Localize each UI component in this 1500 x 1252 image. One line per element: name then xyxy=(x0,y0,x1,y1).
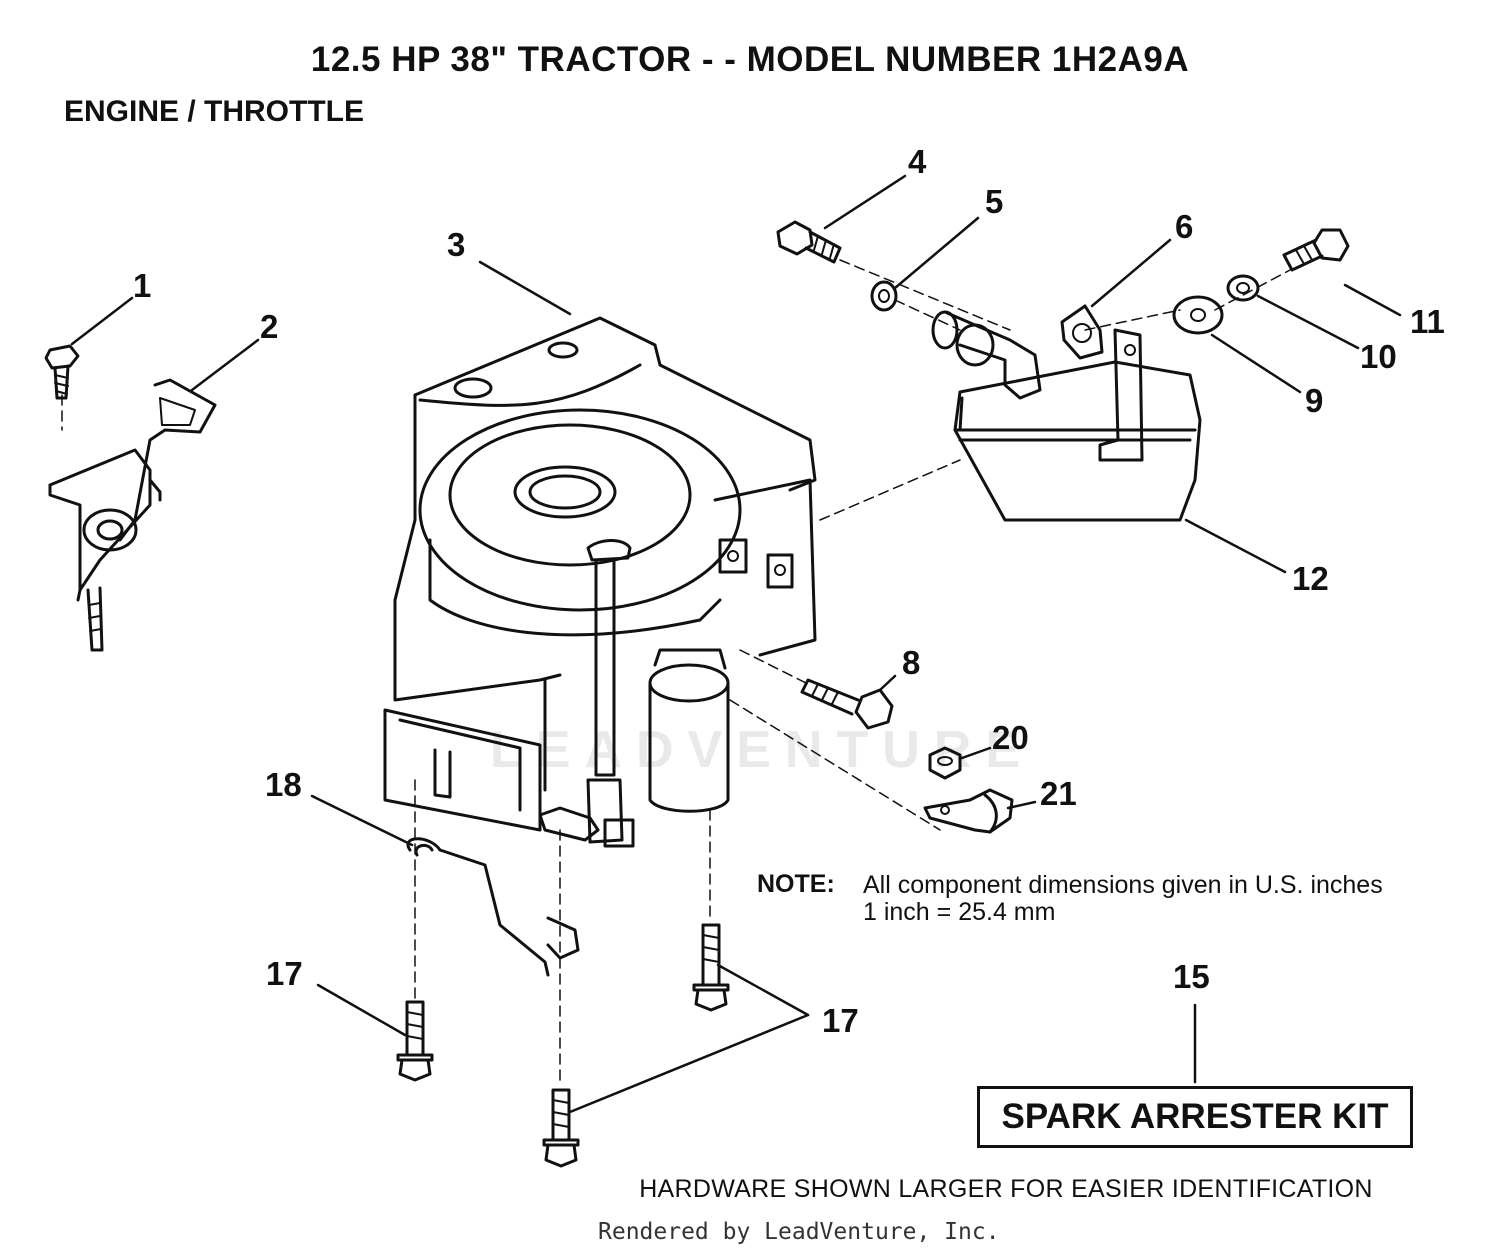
muffler-part-12 xyxy=(931,310,1202,522)
gasket-part-6 xyxy=(1060,304,1104,360)
callout-20: 20 xyxy=(992,719,1029,756)
washer-part-5 xyxy=(870,280,898,312)
throttle-control-part-2 xyxy=(48,378,217,652)
hardware-note: HARDWARE SHOWN LARGER FOR EASIER IDENTIF… xyxy=(639,1175,1373,1203)
rendered-by-credit: Rendered by LeadVenture, Inc. xyxy=(598,1219,1000,1245)
callout-4: 4 xyxy=(908,143,927,180)
callout-17-left: 17 xyxy=(266,955,303,992)
callout-11: 11 xyxy=(1410,303,1445,340)
spark-arrester-kit-label: SPARK ARRESTER KIT xyxy=(1001,1097,1389,1136)
bolt-part-8 xyxy=(800,678,894,730)
note-label: NOTE: xyxy=(757,870,835,898)
callout-2: 2 xyxy=(260,308,278,345)
callout-6: 6 xyxy=(1175,208,1193,245)
bolt-part-17-bottom xyxy=(542,1088,580,1168)
rod-part-18 xyxy=(406,837,580,977)
callout-21: 21 xyxy=(1040,775,1077,812)
callout-9: 9 xyxy=(1305,382,1323,419)
bolt-part-4 xyxy=(776,220,842,264)
callout-18: 18 xyxy=(265,766,302,803)
lock-washer-part-10 xyxy=(1226,274,1260,302)
callout-17-right: 17 xyxy=(822,1002,859,1039)
note-text-dimensions: All component dimensions given in U.S. i… xyxy=(863,871,1383,899)
callout-10: 10 xyxy=(1360,338,1397,375)
callout-12: 12 xyxy=(1292,560,1329,597)
leader-lines xyxy=(70,174,1402,1114)
bolt-part-11 xyxy=(1282,228,1350,272)
page-title: 12.5 HP 38" TRACTOR - - MODEL NUMBER 1H2… xyxy=(310,40,1190,79)
bolt-part-1 xyxy=(44,344,80,400)
bolt-part-17-left xyxy=(396,1000,434,1082)
callout-1: 1 xyxy=(133,267,151,304)
assembly-lines xyxy=(61,259,1291,1086)
callout-8: 8 xyxy=(902,644,920,681)
callout-3: 3 xyxy=(447,226,465,263)
clamp-part-21 xyxy=(923,788,1014,834)
bolt-part-17-center xyxy=(692,923,730,1012)
section-subtitle: ENGINE / THROTTLE xyxy=(64,95,364,128)
callout-labels: 1 2 3 4 5 6 8 9 10 11 12 15 17 17 18 20 … xyxy=(133,143,1445,1039)
engine-part-3 xyxy=(383,316,817,848)
spark-arrester-kit-box: SPARK ARRESTER KIT xyxy=(977,1086,1413,1148)
callout-5: 5 xyxy=(985,183,1003,220)
washer-part-9 xyxy=(1172,295,1224,335)
note-text-conversion: 1 inch = 25.4 mm xyxy=(863,898,1056,926)
callout-15: 15 xyxy=(1173,958,1210,995)
nut-part-20 xyxy=(928,746,962,780)
